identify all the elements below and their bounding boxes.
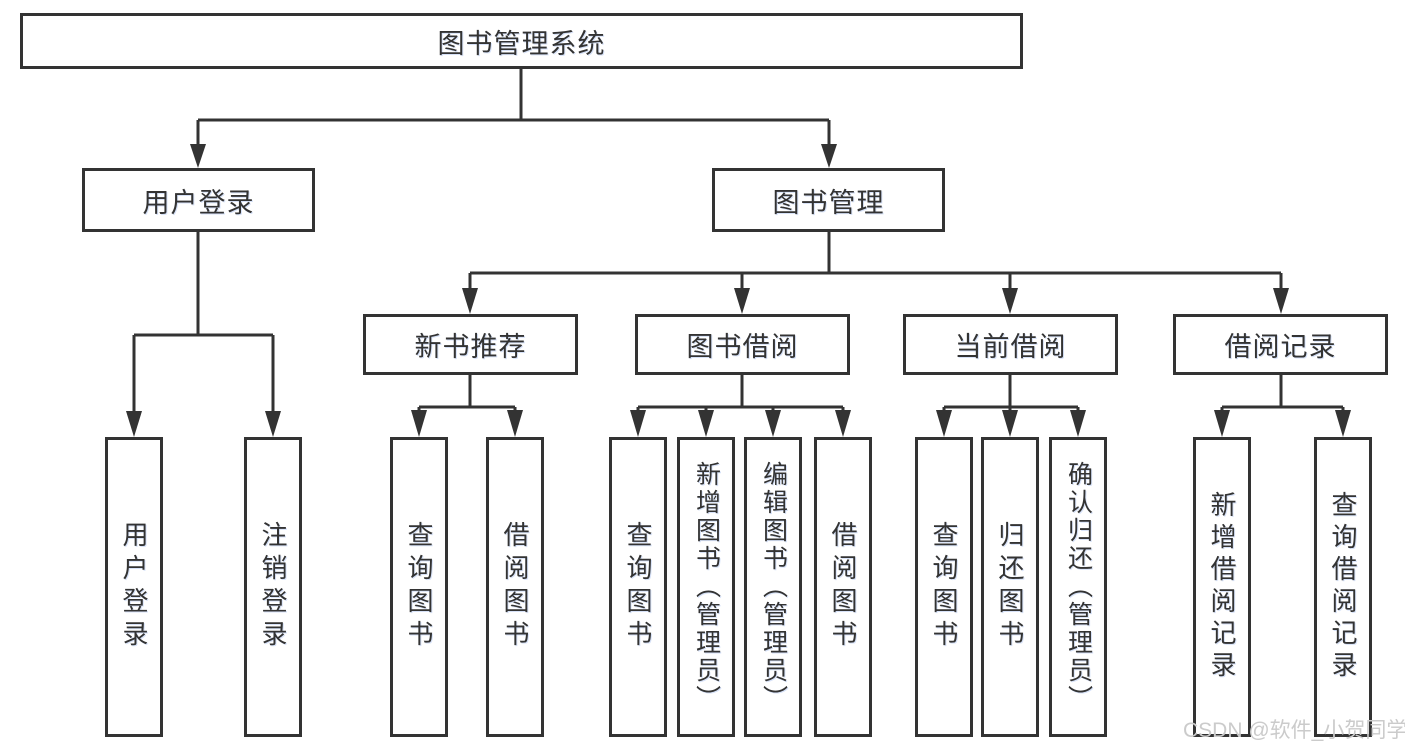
leaf-recommend-query-book-label: 查询图书 [404, 521, 434, 653]
leaf-recommend-borrow-book-label: 借阅图书 [500, 521, 530, 653]
leaf-borrow-query-book-label: 查询图书 [623, 521, 653, 653]
leaf-user-login: 用户登录 [105, 437, 163, 737]
leaf-return-book: 归还图书 [981, 437, 1039, 737]
leaf-add-borrow-record: 新增借阅记录 [1193, 437, 1251, 737]
node-current-borrow-label: 当前借阅 [954, 332, 1067, 362]
leaf-current-query-book: 查询图书 [915, 437, 973, 737]
leaf-add-book-admin-label: 新增图书（管理员） [692, 461, 721, 713]
node-user-login-label: 用户登录 [142, 187, 255, 218]
node-user-login: 用户登录 [82, 168, 315, 232]
node-root: 图书管理系统 [20, 13, 1023, 69]
leaf-confirm-return-admin: 确认归还（管理员） [1049, 437, 1107, 737]
leaf-return-book-label: 归还图书 [995, 521, 1025, 653]
node-borrow-record: 借阅记录 [1173, 314, 1388, 375]
leaf-logout-label: 注销登录 [258, 521, 288, 653]
node-new-book-recommend: 新书推荐 [363, 314, 578, 375]
leaf-current-query-book-label: 查询图书 [929, 521, 959, 653]
leaf-query-borrow-record: 查询借阅记录 [1314, 437, 1372, 737]
leaf-add-book-admin: 新增图书（管理员） [677, 437, 735, 737]
node-root-label: 图书管理系统 [437, 28, 606, 59]
leaf-confirm-return-admin-label: 确认归还（管理员） [1064, 461, 1093, 713]
node-new-book-recommend-label: 新书推荐 [414, 332, 527, 362]
node-borrow-record-label: 借阅记录 [1224, 332, 1337, 362]
node-current-borrow: 当前借阅 [903, 314, 1118, 375]
leaf-query-borrow-record-label: 查询借阅记录 [1328, 491, 1358, 683]
leaf-recommend-borrow-book: 借阅图书 [486, 437, 544, 737]
leaf-edit-book-admin-label: 编辑图书（管理员） [759, 461, 788, 713]
node-book-management: 图书管理 [712, 168, 945, 232]
leaf-recommend-query-book: 查询图书 [390, 437, 448, 737]
leaf-add-borrow-record-label: 新增借阅记录 [1207, 491, 1237, 683]
leaf-user-login-label: 用户登录 [119, 521, 149, 653]
node-book-management-label: 图书管理 [772, 187, 885, 218]
leaf-borrow-book-label: 借阅图书 [828, 521, 858, 653]
arrowheads [126, 144, 1351, 437]
node-book-borrow: 图书借阅 [635, 314, 850, 375]
leaf-borrow-book: 借阅图书 [814, 437, 872, 737]
node-book-borrow-label: 图书借阅 [686, 332, 799, 362]
csdn-watermark: CSDN @软件_小贺同学 [1183, 719, 1405, 742]
leaf-borrow-query-book: 查询图书 [609, 437, 667, 737]
leaf-edit-book-admin: 编辑图书（管理员） [744, 437, 802, 737]
leaf-logout: 注销登录 [244, 437, 302, 737]
